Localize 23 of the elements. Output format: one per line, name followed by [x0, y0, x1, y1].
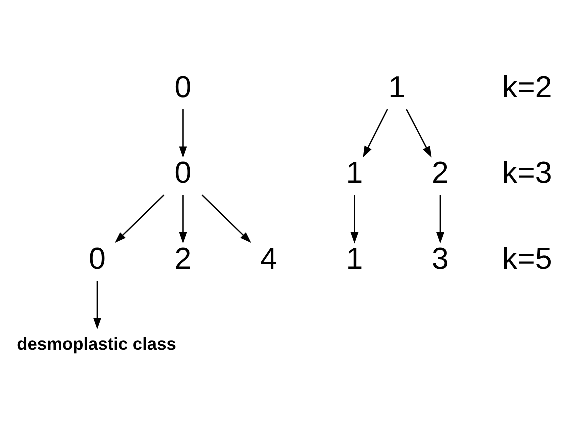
node-text: desmoplastic class	[17, 334, 176, 354]
arrow	[436, 195, 444, 244]
node-text: 2	[432, 156, 449, 190]
arrow	[350, 195, 359, 244]
node-text: 0	[174, 156, 192, 190]
arrow	[94, 281, 102, 330]
node-text: 1	[346, 242, 364, 276]
node-text: 1	[388, 70, 406, 104]
arrow	[115, 194, 165, 244]
arrow	[363, 109, 388, 158]
label: k=5	[502, 242, 552, 276]
label: k=2	[502, 70, 552, 104]
arrow	[202, 194, 252, 244]
node-text: 3	[432, 242, 449, 276]
node-text: 4	[260, 242, 278, 276]
arrow	[179, 110, 188, 158]
node-text: 2	[174, 242, 192, 276]
node-text: 1	[346, 156, 364, 190]
label: k=3	[502, 156, 552, 190]
arrow	[406, 109, 432, 158]
node-text: 0	[89, 242, 106, 276]
node-text: 0	[174, 70, 192, 104]
arrow	[179, 195, 188, 244]
